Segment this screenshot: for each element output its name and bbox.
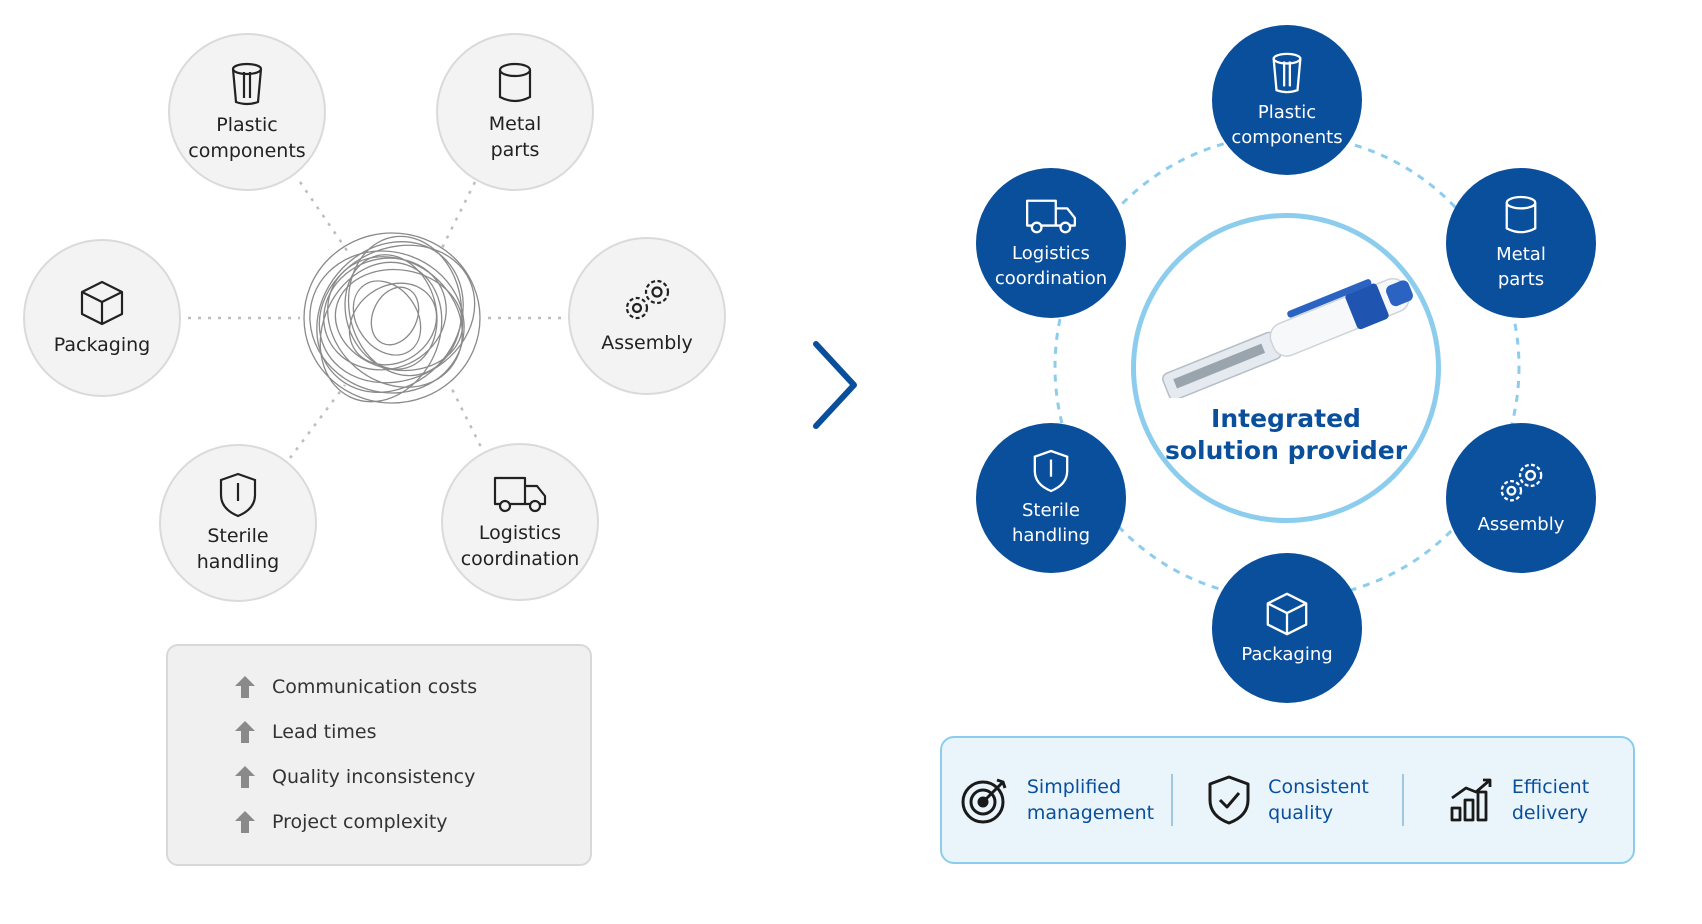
arrow-up-icon xyxy=(235,765,255,788)
issue-label: Communication costs xyxy=(272,675,478,698)
box-icon xyxy=(80,280,124,326)
truck-icon xyxy=(493,476,547,513)
right-node-metal: Metal parts xyxy=(1446,168,1596,318)
issue-label: Lead times xyxy=(272,720,377,743)
right-node-label: Packaging xyxy=(1241,643,1333,665)
arrow-up-icon xyxy=(235,810,255,833)
gears-icon xyxy=(625,279,670,320)
pen-injector-image xyxy=(1162,278,1413,398)
issue-item: Quality inconsistency xyxy=(168,754,590,799)
right-node-sterile: Sterile handling xyxy=(976,423,1126,573)
issue-item: Communication costs xyxy=(168,664,590,709)
issue-label: Project complexity xyxy=(272,810,448,833)
issue-item: Lead times xyxy=(168,709,590,754)
target-icon xyxy=(961,778,1007,824)
shield-check-icon xyxy=(1208,775,1250,825)
issues-panel: Communication costs Lead times Quality i… xyxy=(166,644,592,866)
right-node-logistics: Logistics coordination xyxy=(976,168,1126,318)
divider xyxy=(1402,774,1404,826)
cup-icon xyxy=(231,62,263,106)
benefit-label: Simplified management xyxy=(1026,776,1155,824)
issue-label: Quality inconsistency xyxy=(272,765,476,788)
right-node-assembly: Assembly xyxy=(1446,423,1596,573)
cup-icon xyxy=(1272,52,1302,94)
left-node-sterile: Sterile handling xyxy=(159,444,317,602)
left-node-label: Assembly xyxy=(601,332,693,354)
box-icon xyxy=(1266,592,1308,635)
right-node-label: Plastic components xyxy=(1231,102,1343,148)
left-node-label: Logistics coordination xyxy=(460,522,580,570)
bar-chart-icon xyxy=(1450,778,1492,822)
benefits-panel: Simplified management Consistent quality… xyxy=(940,736,1635,864)
right-node-label: Sterile handling xyxy=(1011,500,1091,546)
center-title: Integrated solution provider xyxy=(1164,404,1408,465)
left-node-label: Plastic components xyxy=(188,114,306,162)
left-node-logistics: Logistics coordination xyxy=(441,443,599,601)
truck-icon xyxy=(1025,199,1077,234)
left-node-label: Packaging xyxy=(53,334,151,356)
left-node-label: Sterile handling xyxy=(196,525,280,573)
chevron-right-icon xyxy=(813,341,857,429)
arrow-up-icon xyxy=(235,675,255,698)
divider xyxy=(1171,774,1173,826)
right-node-label: Metal parts xyxy=(1496,244,1546,290)
left-node-label: Metal parts xyxy=(488,113,542,161)
left-node-plastic: Plastic components xyxy=(168,33,326,191)
cylinder-icon xyxy=(1505,195,1537,234)
tangle-icon xyxy=(303,232,481,404)
gears-icon xyxy=(1500,463,1543,501)
shield-icon xyxy=(1033,449,1069,493)
benefit-consistent-quality: Consistent quality xyxy=(1173,774,1402,826)
right-node-label: Assembly xyxy=(1477,513,1565,535)
cylinder-icon xyxy=(498,62,532,103)
shield-icon xyxy=(219,472,257,518)
right-node-plastic: Plastic components xyxy=(1212,25,1362,175)
left-node-metal: Metal parts xyxy=(436,33,594,191)
benefit-simplified-management: Simplified management xyxy=(942,774,1171,826)
benefit-efficient-delivery: Efficient delivery xyxy=(1404,774,1633,826)
integrated-provider-circle: Integrated solution provider xyxy=(1131,213,1441,523)
right-node-label: Logistics coordination xyxy=(994,243,1108,289)
benefit-label: Consistent quality xyxy=(1268,776,1369,824)
right-node-packaging: Packaging xyxy=(1212,553,1362,703)
issue-item: Project complexity xyxy=(168,799,590,844)
left-node-assembly: Assembly xyxy=(568,237,726,395)
arrow-up-icon xyxy=(235,720,255,743)
left-node-packaging: Packaging xyxy=(23,239,181,397)
benefit-label: Efficient delivery xyxy=(1511,776,1590,824)
